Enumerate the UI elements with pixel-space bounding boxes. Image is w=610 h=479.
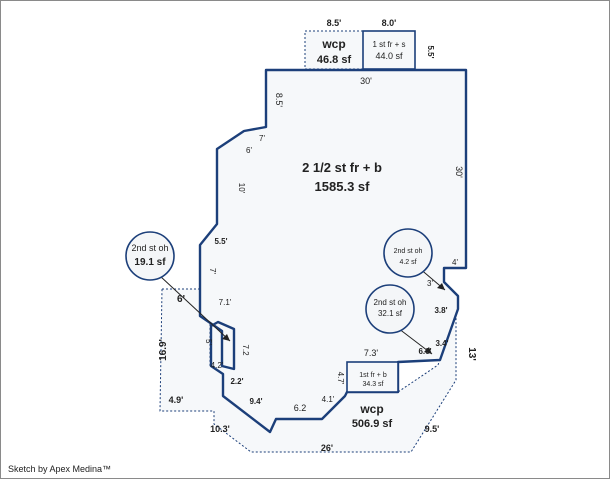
dim-wcp-diag-right: 9.5': [425, 424, 440, 434]
dim-diag-a: 7': [259, 134, 265, 143]
dim-upper-left: 8.5': [274, 93, 284, 108]
dim-wcp-left: 16.9': [158, 339, 169, 361]
dim-bottom-step: 2.2': [230, 377, 243, 386]
fr-top-name: 1 st fr + s: [372, 40, 405, 49]
dim-fr-top-height: 5.5': [426, 45, 435, 58]
dim-bottom-a: 6.2: [294, 403, 307, 413]
footer-credit: Sketch by Apex Medina™: [8, 464, 111, 474]
dim-right-diag2: 3.4': [435, 339, 448, 348]
dim-left-upper: 10': [237, 183, 246, 194]
dim-wcp-left-bottom: 4.9': [169, 395, 184, 405]
dim-fr-bottom-height: 4.7': [336, 372, 345, 385]
main-area-name: 2 1/2 st fr + b: [302, 160, 382, 175]
dim-wcp-top-width: 8.5': [327, 18, 342, 28]
dim-oh-left: 6': [177, 294, 185, 305]
dim-fr-bottom-width: 7.3': [364, 348, 379, 358]
main-structure-outline: [198, 68, 468, 434]
callout-right-mid-name: 2nd st oh: [374, 298, 407, 307]
wcp-top-area: 46.8 sf: [317, 54, 352, 66]
dim-right-diag: 3.8': [434, 306, 447, 315]
callout-right-top-arrowhead: [437, 283, 445, 290]
dim-oh-right-mid: 6.6': [418, 347, 431, 356]
dim-top: 30': [360, 76, 372, 86]
dim-diag-b: 6': [246, 146, 252, 155]
dim-notch-a: 5.5': [214, 237, 227, 246]
dim-right-small: 3': [427, 279, 433, 288]
callout-right-mid-arrowhead: [424, 347, 432, 354]
dim-notch-right: 7.2: [241, 344, 250, 356]
callout-left-area: 19.1 sf: [134, 257, 166, 268]
wcp-bottom-area: 506.9 sf: [352, 418, 393, 430]
callout-left-arrowhead: [222, 334, 230, 341]
dim-right: 30': [454, 166, 464, 178]
callout-left-circle: [125, 231, 175, 281]
dim-diag-c: 7.1': [219, 298, 232, 307]
callout-left-arrow: [159, 275, 231, 342]
dim-wcp-right: 13': [466, 347, 477, 361]
callout-right-mid-area: 32.1 sf: [378, 309, 403, 318]
wcp-top-name: wcp: [321, 37, 345, 51]
fr-bottom-name: 1st fr + b: [359, 372, 387, 379]
fr-bottom-box: [346, 361, 399, 393]
fr-bottom-area: 34.3 sf: [362, 381, 383, 388]
callout-left-name: 2nd st oh: [131, 243, 168, 253]
dim-wcp-bottom: 26': [321, 443, 333, 453]
callout-right-top-area: 4.2 sf: [399, 259, 416, 266]
fr-top-box: [362, 30, 416, 70]
dim-wcp-diag-left: 10.3': [210, 424, 230, 434]
dim-notch-diag: 4.2': [211, 361, 224, 370]
callout-right-mid-circle: [365, 284, 415, 334]
dim-left-mid: 7': [208, 268, 217, 274]
callout-right-top-circle: [383, 228, 433, 278]
callout-right-top-name: 2nd st oh: [394, 248, 423, 255]
dim-right-step: 4': [452, 258, 458, 267]
fr-top-area: 44.0 sf: [375, 51, 403, 61]
wcp-bottom-name: wcp: [359, 402, 383, 416]
wcp-top-box: [304, 30, 364, 70]
dim-bottom-b: 4.1': [322, 395, 335, 404]
dim-fr-top-width: 8.0': [382, 18, 397, 28]
dim-notch-left: 5': [204, 339, 213, 345]
main-area-size: 1585.3 sf: [315, 179, 371, 194]
dim-bottom-diag: 9.4': [249, 397, 262, 406]
